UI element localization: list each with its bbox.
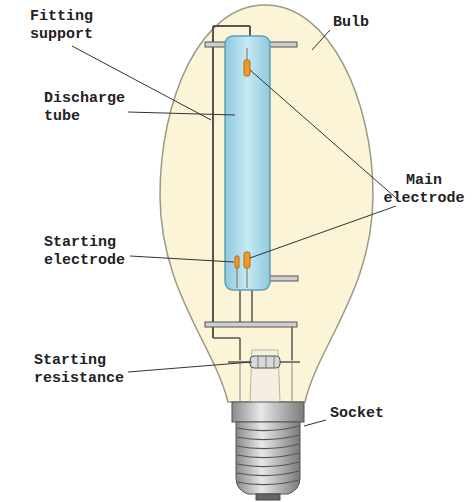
screw-thread [237,444,299,449]
part-label: Socket [330,405,410,423]
part-label: Main electrode [378,172,470,208]
glass-stem [250,350,280,402]
part-label: Discharge tube [44,90,136,126]
part-label: Fitting support [30,8,106,44]
part-label: Bulb [333,14,393,32]
main-electrode [244,48,250,288]
starting-electrode [235,256,239,288]
screw-thread [237,453,299,458]
screw-thread [237,426,299,431]
discharge-tube [225,36,270,290]
screw-thread [237,462,299,467]
socket [232,402,304,500]
screw-thread [237,480,299,485]
screw-thread [237,471,299,476]
leader-lines [72,30,396,426]
part-label: Starting electrode [44,234,136,270]
screw-thread [237,435,299,440]
bulb-outline [160,5,373,402]
part-label: Starting resistance [34,352,134,388]
fitting-support [205,26,298,360]
